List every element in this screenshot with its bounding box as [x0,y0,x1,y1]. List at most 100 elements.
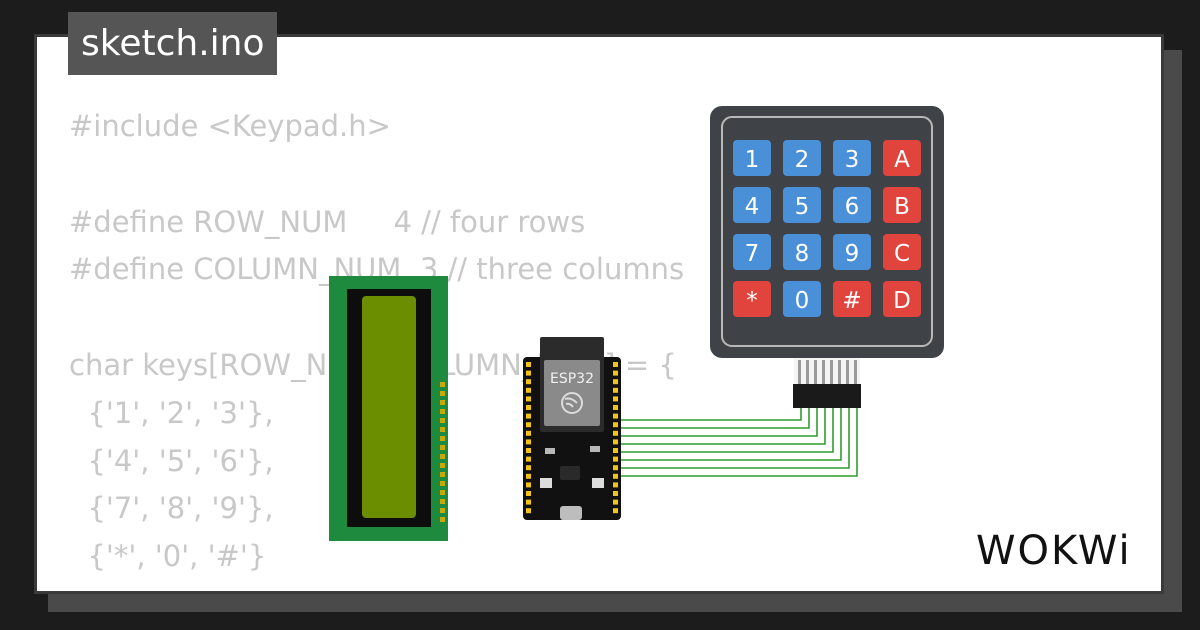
keypad-key-label: 8 [795,241,810,267]
keypad-key-label: A [894,147,910,173]
esp32-pin [526,387,531,393]
keypad-key[interactable]: 4 [733,187,771,223]
keypad-key[interactable]: B [883,187,921,223]
keypad-key[interactable]: 8 [783,234,821,270]
esp32-pin [526,362,531,367]
code-line: #include <Keypad.h> [69,109,391,143]
lcd-pin [440,454,445,459]
keypad-key-label: 2 [795,147,810,173]
esp32-pin [526,396,531,402]
wire [618,408,850,469]
keypad-key-label: 5 [795,194,810,220]
code-line: {'4', '5', '6'}, [69,443,274,478]
esp32-pin [613,482,618,488]
keypad-pin [798,360,801,384]
code-line: {'7', '8', '9'}, [69,491,274,526]
usb-port [560,506,582,520]
lcd-pin [440,463,445,468]
esp32-pin [526,379,531,385]
esp32-pin [613,439,618,445]
keypad-key[interactable]: 7 [733,234,771,270]
lcd-display [329,276,448,541]
lcd-pin [440,382,445,387]
lcd-pin [440,517,445,522]
keypad-key[interactable]: C [883,234,921,270]
keypad-key-label: * [746,288,758,314]
keypad-key[interactable]: 1 [733,140,771,176]
esp32-pin [613,491,618,496]
lcd-pin [440,472,445,477]
keypad-key-label: # [842,288,861,314]
keypad-key-label: 4 [745,194,760,220]
keypad-key[interactable]: # [833,281,871,317]
keypad-key[interactable]: 9 [833,234,871,270]
lcd-pin [440,481,445,486]
esp32-pin [526,473,531,479]
esp32-pin [526,413,531,419]
lcd-pin [440,391,445,396]
code-preview: #include <Keypad.h> #define ROW_NUM 4 //… [69,103,684,591]
keypad-key-label: 3 [845,147,860,173]
esp32-pin [526,499,531,505]
keypad-key[interactable]: D [883,281,921,317]
esp32-pin [526,422,531,428]
esp32-pin [613,405,618,410]
esp32-pin [613,448,618,453]
espressif-logo-icon [561,392,583,414]
esp32-pin [526,508,531,514]
keypad-key[interactable]: 5 [783,187,821,223]
keypad-key[interactable]: 6 [833,187,871,223]
keypad-key[interactable]: 0 [783,281,821,317]
esp32-pin [613,379,618,385]
esp32-pin [526,491,531,496]
lcd-pin-header [440,382,445,522]
keypad-key[interactable]: 3 [833,140,871,176]
wire [618,408,834,453]
keypad-pin [846,360,849,384]
lcd-pin [440,445,445,450]
wire [618,408,810,429]
code-line: {'1', '2', '3'}, [69,395,274,430]
wire [618,408,818,437]
preview-card: #include <Keypad.h> #define ROW_NUM 4 //… [34,34,1164,594]
esp32-pin [526,370,531,376]
esp32-pin [613,370,618,376]
code-line: {'*', '0', '#'} [69,539,267,574]
esp32-pin [526,439,531,445]
esp32-pin [526,456,531,462]
esp32-pin [613,413,618,419]
esp32-pin [526,405,531,410]
keypad-pin [814,360,817,384]
wire [618,408,826,445]
lcd-pin [440,427,445,432]
esp32-pin [526,465,531,471]
keypad-key-label: 0 [795,288,810,314]
keypad-key[interactable]: 2 [783,140,821,176]
keypad-key[interactable]: A [883,140,921,176]
esp32-pin [613,387,618,393]
esp32-pin [613,396,618,402]
keypad-pin [822,360,825,384]
lcd-pin [440,409,445,414]
keypad-key-label: 7 [745,241,760,267]
code-line: }; [69,587,97,591]
lcd-pin [440,499,445,504]
lcd-pin [440,418,445,423]
keypad-pin [806,360,809,384]
esp32-pin [613,422,618,428]
keypad-key-label: D [893,288,911,314]
file-name-tag: sketch.ino [68,12,278,75]
keypad-pin [854,360,857,384]
keypad-key[interactable]: * [733,281,771,317]
esp32-board: ESP32 [523,337,621,520]
keypad-pin [830,360,833,384]
esp32-pin-header [526,362,618,514]
wire-bundle [618,408,858,477]
wire [618,408,802,421]
keypad-pin [838,360,841,384]
esp32-label: ESP32 [550,371,594,387]
esp32-pin [613,430,618,436]
keypad-key-label: B [894,194,910,220]
